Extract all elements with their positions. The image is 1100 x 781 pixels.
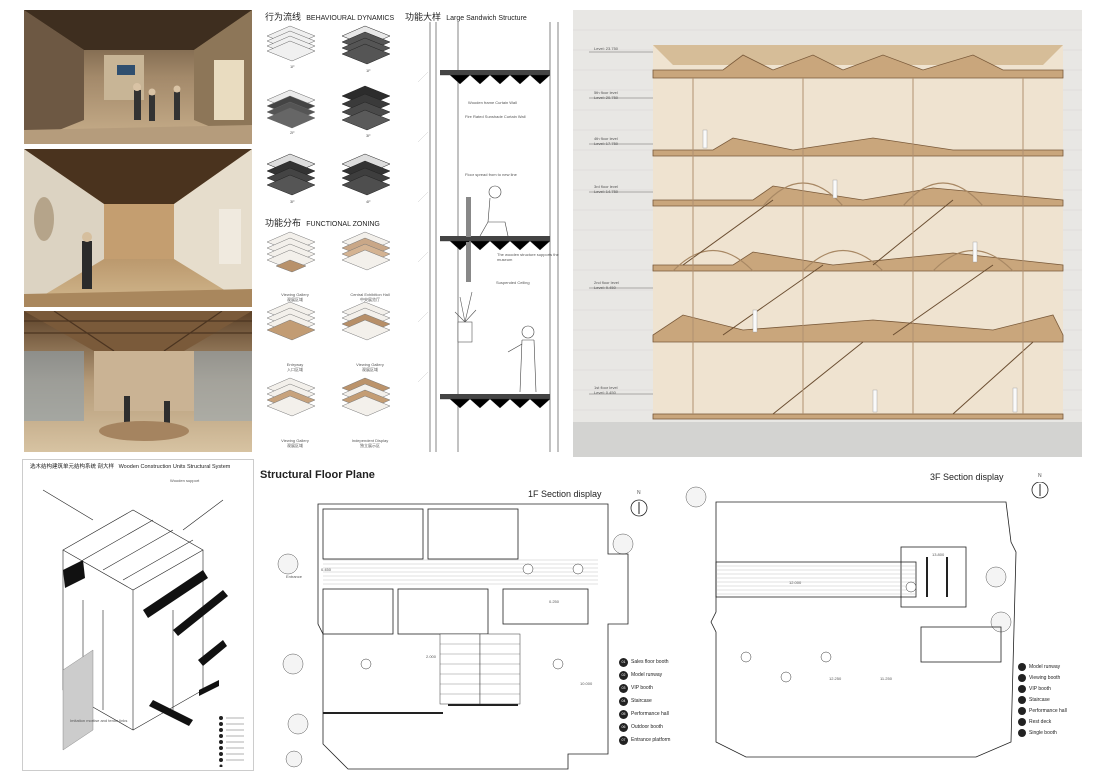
f3-section-title: 3F Section display (930, 472, 1004, 482)
f3-plan (676, 481, 1076, 772)
zoning-title-en: FUNCTIONAL ZONING (306, 221, 380, 228)
structure-title-cn: 选木结构建筑单元结构系统 剖大样 (30, 464, 115, 470)
f1-dim-2: 0.250 (549, 599, 560, 604)
behaviour-title-cn: 行为流线 (265, 12, 302, 22)
structure-legend (218, 715, 248, 772)
section-perspective (573, 10, 1082, 457)
behaviour-title: 行为流线 BEHAVIOURAL DYNAMICS (265, 10, 394, 23)
f3-legend-item: VIP booth (1018, 684, 1067, 695)
structure-support-label: Wooden support (170, 478, 200, 483)
zoning-diagrams (266, 231, 391, 417)
sandwich-title: 功能大样 Large Sandwich Structure (405, 10, 527, 23)
structure-panel (22, 459, 254, 771)
f3-dim-3: 12.250 (829, 676, 842, 681)
f3-legend: Model runway Viewing booth VIP booth Sta… (1018, 662, 1067, 739)
f1-section-title: 1F Section display (528, 489, 602, 499)
behaviour-label-2: 1F (366, 68, 371, 73)
f3-north-label: N (1038, 473, 1042, 479)
sandwich-section-drawing (417, 22, 559, 452)
stack-6 (341, 153, 391, 196)
sandwich-note-1: Wooden frame Curtain Wall (468, 100, 517, 105)
sandwich-title-cn: 功能大样 (405, 12, 442, 22)
sandwich-note-3: Floor spread from to new line (465, 172, 517, 177)
render-photo-timber-hall (24, 311, 252, 452)
level-marker-1: Level: 23.750 (594, 46, 619, 51)
behaviour-diagrams (266, 25, 391, 196)
f3-legend-item: Performance hall (1018, 706, 1067, 717)
f1-dim-4: 10.000 (580, 681, 593, 686)
f1-dim-1: 0.450 (321, 567, 332, 572)
f1-plan (268, 494, 668, 776)
sandwich-note-2: Fire Rated Sunshade Curtain Wall (465, 114, 526, 119)
f1-dim-3: 2.000 (426, 654, 437, 659)
f3-legend-item: Viewing booth (1018, 673, 1067, 684)
behaviour-label-5: 3F (290, 199, 295, 204)
f3-dim-1: 13.800 (932, 552, 945, 557)
behaviour-label-1: 1F (290, 64, 295, 69)
sandwich-note-5: Suspended Ceiling (496, 280, 530, 285)
f3-legend-item: Single booth (1018, 728, 1067, 739)
f3-dim-2: 12.000 (789, 580, 802, 585)
stack-2 (341, 25, 391, 65)
f3-dim-4: 11.250 (880, 676, 892, 681)
zoning-title-cn: 功能分布 (265, 218, 302, 228)
f1-north-label: N (637, 490, 641, 496)
floor-plane-title: Structural Floor Plane (260, 469, 375, 481)
behaviour-label-3: 2F (290, 130, 295, 135)
structure-title-en: Wooden Construction Units Structural Sys… (118, 464, 231, 470)
stack-3 (266, 89, 316, 129)
f3-legend-item: Model runway (1018, 662, 1067, 673)
structure-mortise-label: Imitation mortise and tenon links (70, 718, 128, 723)
render-photo-exhibition-hall (24, 10, 252, 144)
behaviour-label-4: 3F (366, 133, 371, 138)
sandwich-title-en: Large Sandwich Structure (446, 15, 527, 22)
f1-entrance-label: Entrance (286, 574, 303, 579)
stack-1 (266, 25, 316, 62)
stack-5 (266, 153, 316, 196)
zoning-title: 功能分布 FUNCTIONAL ZONING (265, 216, 380, 229)
structure-title: 选木结构建筑单元结构系统 剖大样 Wooden Construction Uni… (30, 462, 230, 470)
behaviour-title-en: BEHAVIOURAL DYNAMICS (306, 15, 395, 22)
render-photo-gallery-corridor (24, 149, 252, 307)
sandwich-note-4: The wooden structure supports the museum (497, 252, 559, 262)
stack-4 (341, 85, 391, 131)
f3-legend-item: Staircase (1018, 695, 1067, 706)
behaviour-label-6: 4F (366, 199, 371, 204)
f3-legend-item: Rest deck (1018, 717, 1067, 728)
